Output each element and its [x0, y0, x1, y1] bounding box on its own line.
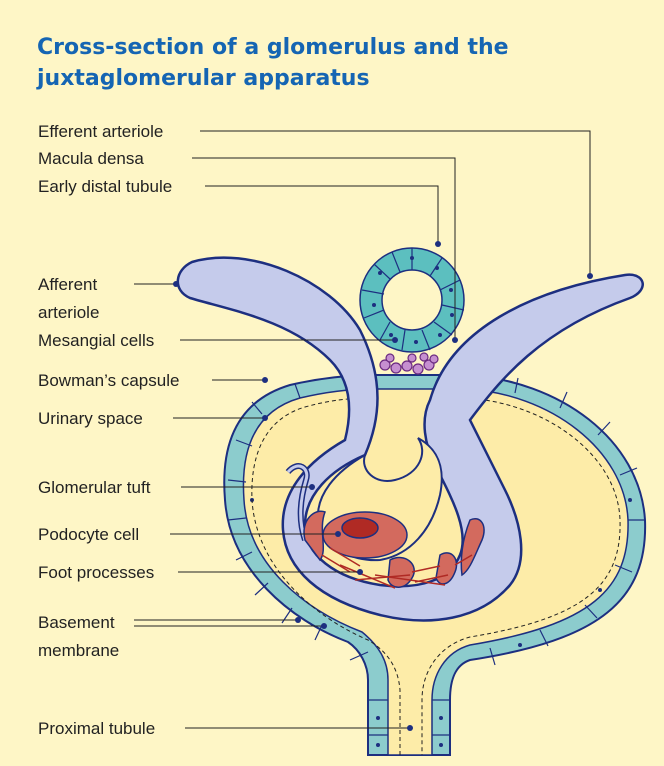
- label-mesangial-cells: Mesangial cells: [38, 331, 154, 350]
- label-basement-line1: Basement: [38, 613, 115, 632]
- label-basement-line2: membrane: [38, 641, 119, 660]
- label-macula-densa: Macula densa: [38, 149, 144, 168]
- label-proximal-tubule: Proximal tubule: [38, 719, 155, 738]
- mesangial-cells-cluster: [380, 353, 438, 374]
- label-urinary-space: Urinary space: [38, 409, 143, 428]
- label-glomerular-tuft: Glomerular tuft: [38, 478, 151, 497]
- label-afferent-line1: Afferent: [38, 275, 98, 294]
- label-afferent-line2: arteriole: [38, 303, 99, 322]
- label-early-distal-tubule: Early distal tubule: [38, 177, 172, 196]
- label-podocyte-cell: Podocyte cell: [38, 525, 139, 544]
- label-foot-processes: Foot processes: [38, 563, 154, 582]
- label-efferent-arteriole: Efferent arteriole: [38, 122, 163, 141]
- label-bowmans-capsule: Bowman’s capsule: [38, 371, 179, 390]
